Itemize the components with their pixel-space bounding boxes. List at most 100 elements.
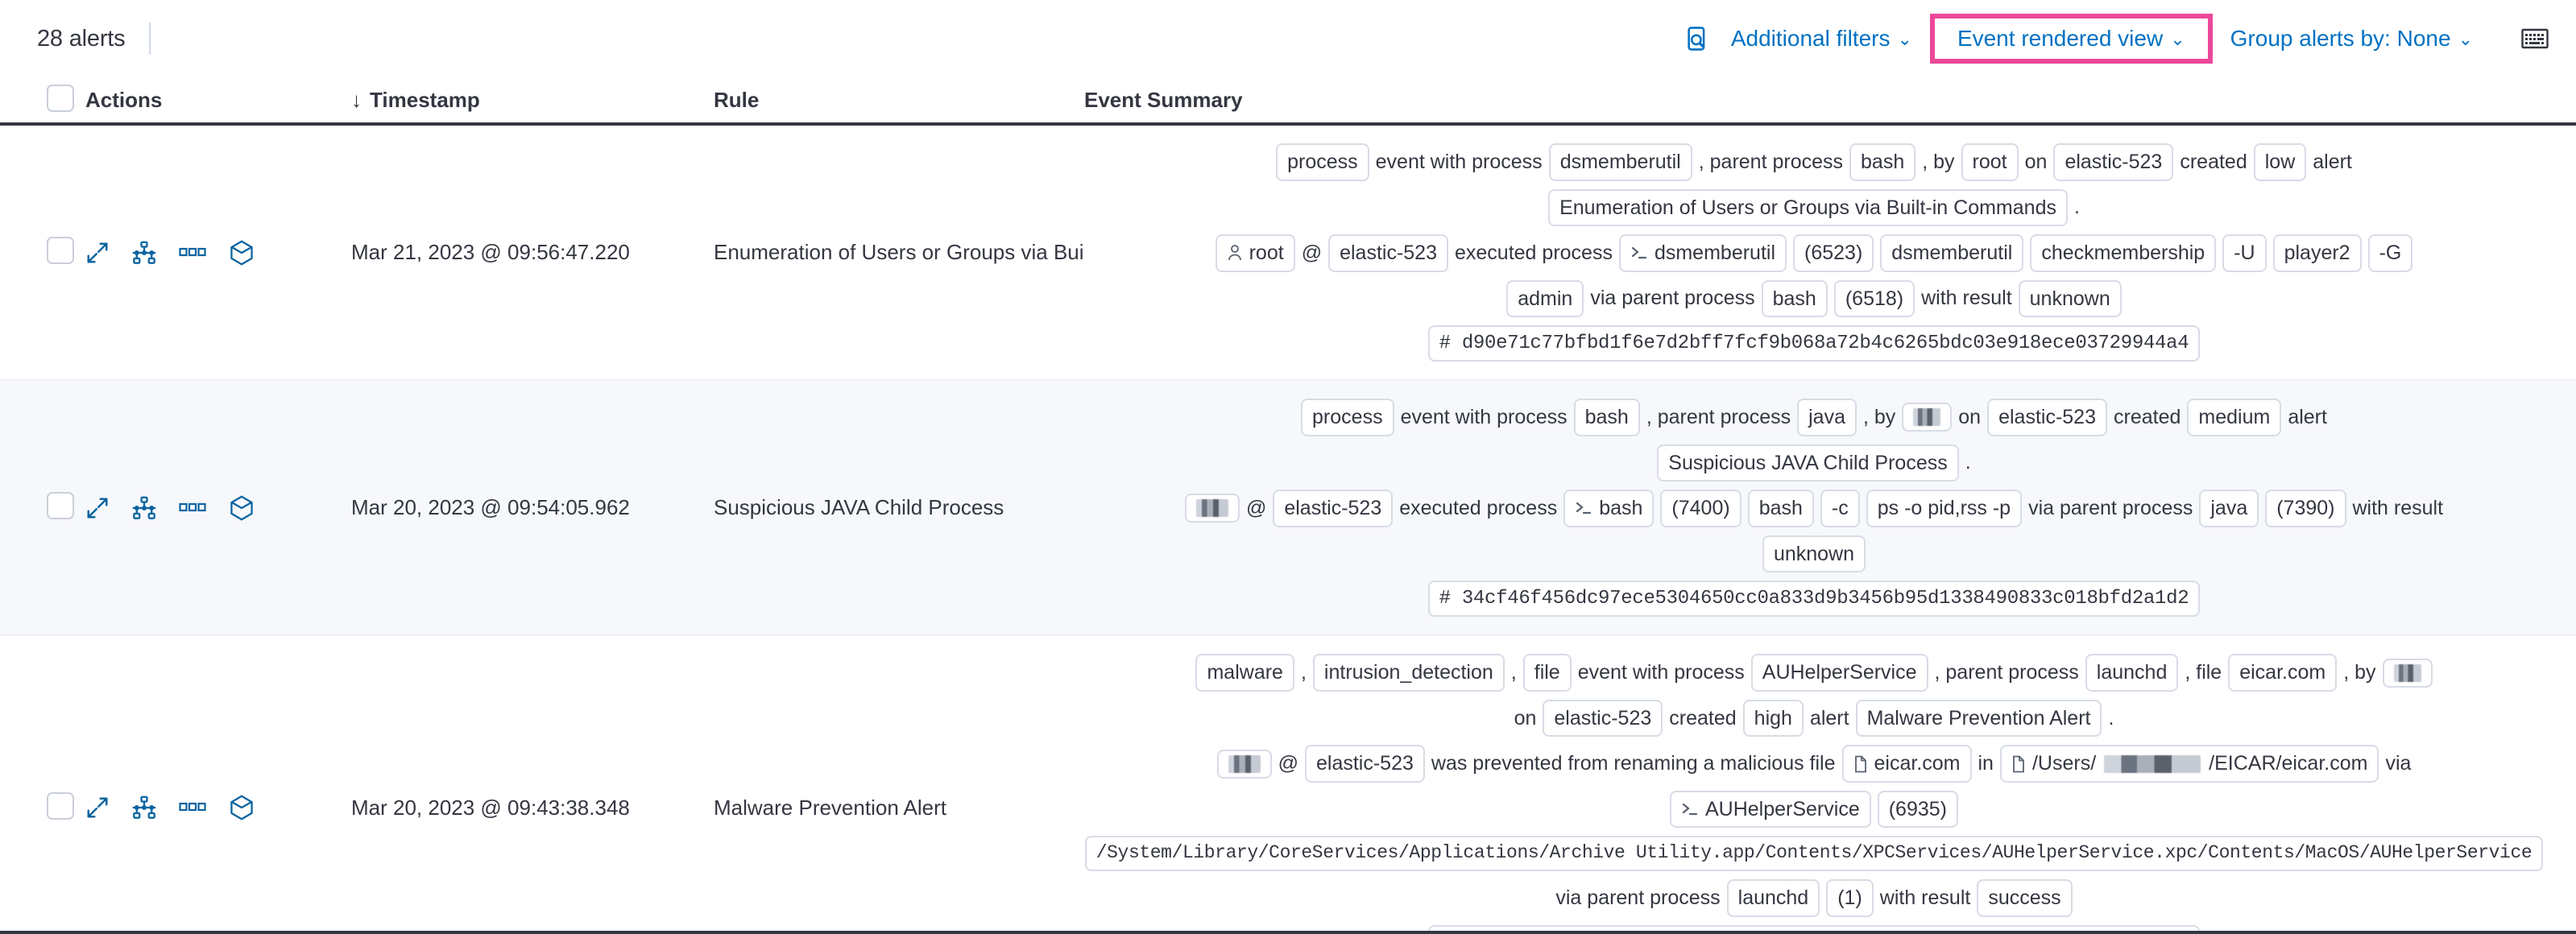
expand-alert-icon[interactable]	[85, 241, 110, 265]
chip-label: Enumeration of Users or Groups via Built…	[1559, 196, 2056, 219]
summary-chip[interactable]: (1)	[1826, 879, 1874, 917]
summary-chip[interactable]: elastic-523	[1328, 234, 1448, 272]
summary-chip[interactable]: java	[1797, 399, 1857, 436]
column-header-actions[interactable]: Actions	[85, 88, 351, 113]
group-alerts-by-button[interactable]: Group alerts by: None ⌄	[2216, 21, 2487, 56]
row-select-checkbox[interactable]	[47, 791, 74, 820]
expand-alert-icon[interactable]	[85, 796, 110, 820]
chevron-down-icon: ⌄	[2458, 29, 2473, 49]
summary-chip[interactable]: AUHelperService	[1669, 790, 1871, 829]
chip-label: AUHelperService	[1762, 661, 1917, 684]
row-rule[interactable]: Suspicious JAVA Child Process	[714, 495, 1004, 520]
more-actions-icon[interactable]	[179, 246, 206, 259]
summary-chip[interactable]: (6935)	[1877, 790, 1958, 829]
session-view-icon[interactable]	[229, 795, 255, 820]
summary-chip[interactable]: /System/Library/CoreServices/Application…	[1084, 836, 2544, 872]
summary-chip[interactable]: Enumeration of Users or Groups via Built…	[1548, 188, 2068, 226]
analyzer-icon[interactable]	[132, 796, 156, 820]
summary-chip[interactable]: eicar.com	[2228, 654, 2338, 692]
summary-chip[interactable]: dsmemberutil	[1548, 143, 1692, 181]
additional-filters-button[interactable]: Additional filters ⌄	[1717, 21, 1927, 56]
summary-chip[interactable]	[1216, 749, 1272, 779]
summary-chip[interactable]: (7390)	[2265, 490, 2346, 527]
summary-chip[interactable]: success	[1977, 879, 2073, 917]
summary-chip[interactable]: file	[1522, 654, 1572, 692]
select-all-checkbox[interactable]	[47, 84, 74, 112]
session-view-icon[interactable]	[229, 240, 255, 266]
summary-chip[interactable]: medium	[2187, 399, 2282, 436]
column-header-rule[interactable]: Rule	[714, 88, 1084, 113]
summary-chip[interactable]: malware	[1195, 654, 1294, 692]
analyzer-icon[interactable]	[132, 496, 156, 520]
row-rule[interactable]: Enumeration of Users or Groups via Bui	[714, 240, 1084, 265]
summary-chip[interactable]: -U	[2222, 234, 2267, 272]
summary-chip[interactable]: intrusion_detection	[1312, 654, 1505, 692]
summary-chip[interactable]: bash	[1849, 143, 1916, 181]
summary-chip[interactable]: java	[2199, 490, 2259, 527]
hash-chip[interactable]: # 34cf46f456dc97ece5304650cc0a833d9b3456…	[1427, 581, 2201, 618]
summary-chip[interactable]: elastic-523	[2053, 143, 2174, 181]
summary-chip[interactable]: high	[1742, 699, 1804, 738]
expand-alert-icon[interactable]	[85, 496, 110, 520]
row-select-checkbox[interactable]	[47, 492, 74, 520]
summary-chip[interactable]	[2382, 658, 2433, 688]
summary-chip[interactable]: eicar.com	[1841, 745, 1972, 783]
summary-chip[interactable]: bash	[1563, 490, 1655, 527]
summary-chip[interactable]: process	[1276, 143, 1369, 181]
summary-text: , parent process	[1698, 150, 1844, 173]
summary-chip[interactable]: elastic-523	[1543, 699, 1663, 738]
summary-chip[interactable]: (6518)	[1833, 279, 1915, 317]
summary-chip[interactable]: bash	[1761, 279, 1828, 317]
summary-chip[interactable]: -c	[1820, 490, 1860, 527]
summary-chip[interactable]: admin	[1506, 279, 1584, 317]
summary-chip[interactable]: elastic-523	[1273, 490, 1394, 527]
row-select-checkbox[interactable]	[47, 237, 74, 265]
summary-chip[interactable]: Malware Prevention Alert	[1855, 699, 2102, 738]
summary-chip[interactable]: (6523)	[1793, 234, 1874, 272]
summary-chip[interactable]: elastic-523	[1987, 399, 2107, 436]
summary-chip[interactable]: unknown	[2018, 279, 2122, 317]
summary-chip[interactable]: /Users//EICAR/eicar.com	[1999, 745, 2379, 783]
summary-chip[interactable]: unknown	[1762, 535, 1866, 573]
summary-chip[interactable]: low	[2253, 143, 2307, 181]
summary-chip[interactable]: dsmemberutil	[1618, 234, 1787, 272]
summary-chip[interactable]	[1184, 494, 1240, 523]
summary-chip[interactable]: root	[1961, 143, 2019, 181]
summary-chip[interactable]: bash	[1573, 399, 1640, 436]
chip-label: dsmemberutil	[1559, 151, 1681, 173]
analyzer-icon[interactable]	[132, 241, 156, 265]
summary-chip[interactable]: bash	[1747, 490, 1814, 527]
more-actions-icon[interactable]	[179, 502, 206, 515]
summary-chip[interactable]: checkmembership	[2030, 234, 2217, 272]
summary-chip[interactable]: AUHelperService	[1750, 654, 1928, 692]
inspect-search-icon[interactable]	[1679, 20, 1717, 57]
hash-chip[interactable]: # d90e71c77bfbd1f6e7d2bff7fcf9b068a72b4c…	[1427, 325, 2201, 362]
summary-chip[interactable]: Suspicious JAVA Child Process	[1657, 444, 1959, 482]
row-rule[interactable]: Malware Prevention Alert	[714, 795, 947, 820]
column-header-timestamp[interactable]: ↓ Timestamp	[351, 88, 714, 113]
summary-chip[interactable]: root	[1215, 234, 1295, 272]
column-header-event-summary[interactable]: Event Summary	[1084, 88, 2576, 113]
summary-text: @	[1278, 752, 1298, 775]
summary-chip[interactable]: launchd	[2085, 654, 2179, 692]
summary-chip[interactable]	[1902, 403, 1953, 432]
summary-chip[interactable]: process	[1301, 399, 1394, 436]
summary-chip[interactable]: player2	[2272, 234, 2362, 272]
keyboard-icon[interactable]	[2516, 20, 2553, 57]
more-actions-icon[interactable]	[179, 801, 206, 814]
session-view-icon[interactable]	[229, 495, 255, 521]
summary-chip[interactable]: elastic-523	[1304, 745, 1425, 783]
chip-label: elastic-523	[1315, 752, 1414, 775]
event-rendered-view-button[interactable]: Event rendered view ⌄	[1943, 21, 2200, 56]
summary-chip[interactable]: (7400)	[1660, 490, 1741, 527]
summary-chip[interactable]: -G	[2367, 234, 2413, 272]
summary-chip[interactable]: ps -o pid,rss -p	[1866, 490, 2023, 527]
summary-chip[interactable]: launchd	[1726, 879, 1820, 917]
summary-chip[interactable]: dsmemberutil	[1880, 234, 2024, 272]
table-header: Actions ↓ Timestamp Rule Event Summary	[0, 77, 2576, 126]
